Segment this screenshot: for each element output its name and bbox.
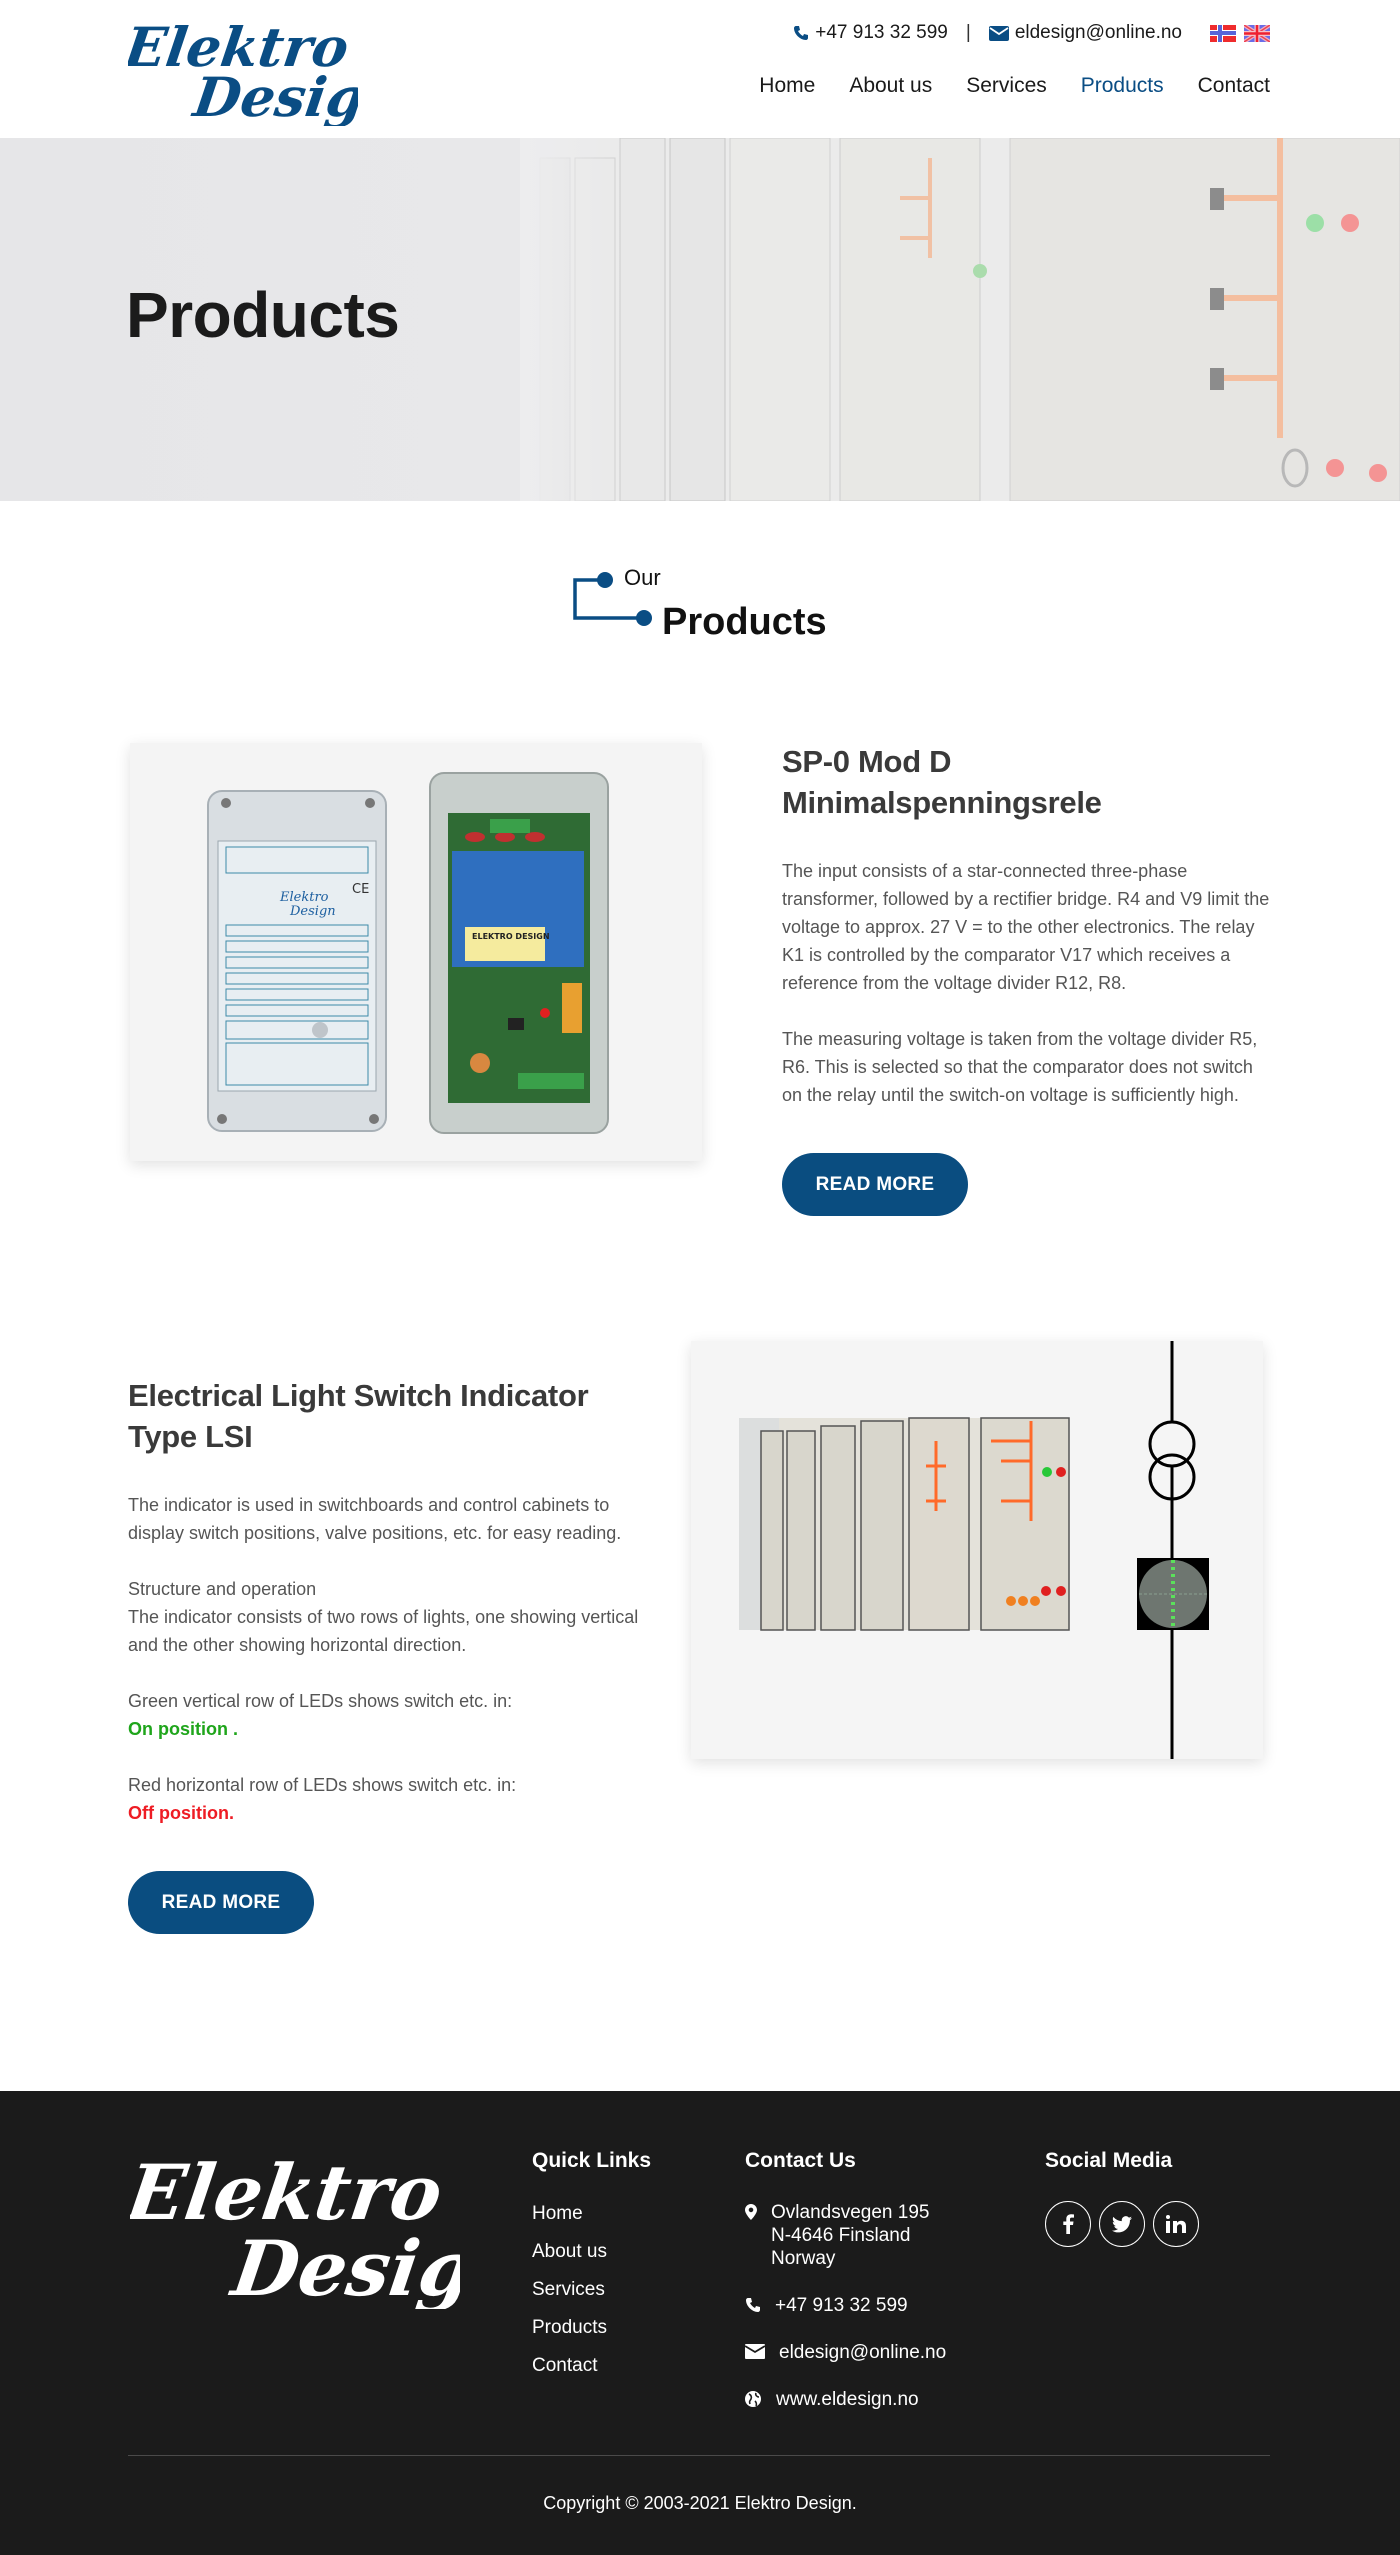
nav-contact[interactable]: Contact: [1197, 74, 1270, 97]
product-1-text: SP-0 Mod D Minimalspenningsrele The inpu…: [782, 741, 1272, 1216]
footer-contact: Contact Us Ovlandsvegen 195 N-4646 Finsl…: [745, 2149, 946, 2435]
site-footer: Elektro Design Quick Links Home About us…: [0, 2091, 1400, 2555]
footer-quick-links: Quick Links Home About us Services Produ…: [532, 2149, 651, 2391]
norwegian-flag-icon[interactable]: [1210, 24, 1236, 42]
linkedin-icon[interactable]: [1153, 2201, 1199, 2247]
product-2-intro: The indicator is used in switchboards an…: [128, 1495, 622, 1543]
map-marker-icon: [745, 2201, 771, 2270]
site-header: Elektro Design +47 913 32 599 | eldesign…: [0, 0, 1400, 138]
product-1-paragraph-1: The input consists of a star-connected t…: [782, 861, 1270, 993]
footer-website-row: www.eldesign.no: [745, 2388, 946, 2411]
footer-social-media: Social Media: [1045, 2149, 1199, 2247]
product-1-title: SP-0 Mod D Minimalspenningsrele: [782, 744, 1102, 820]
svg-text:Design: Design: [188, 65, 358, 126]
address-line-1: Ovlandsvegen 195: [771, 2202, 930, 2223]
footer-website[interactable]: www.eldesign.no: [776, 2389, 919, 2410]
product-2-read-more-button[interactable]: READ MORE: [128, 1871, 314, 1934]
social-media-title: Social Media: [1045, 2149, 1173, 2172]
facebook-icon[interactable]: [1045, 2201, 1091, 2247]
contact-us-title: Contact Us: [745, 2149, 856, 2172]
elektro-design-logo[interactable]: Elektro Design: [119, 14, 408, 129]
structure-text: The indicator consists of two rows of li…: [128, 1607, 639, 1655]
globe-icon: [745, 2388, 776, 2411]
svg-text:Design: Design: [289, 904, 336, 919]
footer-link-contact[interactable]: Contact: [532, 2355, 598, 2376]
address-line-3: Norway: [771, 2248, 836, 2269]
product-sp0-mod-d: Elektro Design CE ELEKTRO DESIGN: [0, 731, 1400, 1341]
main-nav: Home About us Services Products Contact: [759, 74, 1270, 98]
nav-home[interactable]: Home: [759, 74, 816, 97]
product-2-text: Electrical Light Switch Indicator Type L…: [128, 1375, 648, 1934]
product-1-read-more-button[interactable]: READ MORE: [782, 1153, 968, 1216]
footer-link-about-us[interactable]: About us: [532, 2241, 607, 2262]
language-switcher: [1210, 24, 1270, 42]
lsi-indicator-image: [691, 1341, 1263, 1759]
on-position-status: On position .: [128, 1719, 238, 1739]
phone-icon: [793, 25, 809, 41]
connector-line-icon: [573, 572, 652, 626]
copyright-text: Copyright © 2003-2021 Elektro Design.: [543, 2493, 857, 2513]
our-products-heading: Our Products: [0, 501, 1400, 731]
footer-email-row: eldesign@online.no: [745, 2341, 946, 2364]
nav-products[interactable]: Products: [1080, 74, 1164, 97]
footer-divider: [128, 2455, 1270, 2456]
footer-phone-row: +47 913 32 599: [745, 2294, 946, 2317]
nav-services[interactable]: Services: [966, 74, 1047, 97]
nav-about-us[interactable]: About us: [849, 74, 933, 97]
switchboard-background-image: [520, 138, 1400, 501]
page-hero-banner: Products: [0, 138, 1400, 501]
address-line-2: N-4646 Finsland: [771, 2225, 911, 2246]
footer-phone[interactable]: +47 913 32 599: [775, 2295, 908, 2316]
red-led-text: Red horizontal row of LEDs shows switch …: [128, 1775, 517, 1795]
footer-logo[interactable]: Elektro Design: [120, 2148, 534, 2314]
product-lsi-indicator: Electrical Light Switch Indicator Type L…: [0, 1341, 1400, 2091]
sp0-relay-image: Elektro Design CE ELEKTRO DESIGN: [130, 743, 702, 1161]
product-2-title: Electrical Light Switch Indicator Type L…: [128, 1378, 589, 1454]
footer-email[interactable]: eldesign@online.no: [779, 2342, 947, 2363]
svg-text:Elektro: Elektro: [130, 2149, 448, 2238]
svg-text:Design: Design: [225, 2224, 460, 2309]
twitter-icon[interactable]: [1099, 2201, 1145, 2247]
envelope-icon: [988, 25, 1009, 41]
topbar-separator: |: [965, 22, 971, 43]
structure-heading: Structure and operation: [128, 1579, 317, 1599]
off-position-status: Off position.: [128, 1803, 234, 1823]
heading-products: Products: [662, 601, 827, 643]
page-title: Products: [126, 279, 400, 351]
svg-text:Elektro: Elektro: [128, 15, 353, 79]
footer-link-home[interactable]: Home: [532, 2203, 583, 2224]
header-email[interactable]: eldesign@online.no: [1014, 22, 1182, 43]
footer-link-products[interactable]: Products: [532, 2317, 607, 2338]
header-phone[interactable]: +47 913 32 599: [815, 22, 948, 43]
svg-text:Elektro: Elektro: [279, 890, 329, 905]
product-1-paragraph-2: The measuring voltage is taken from the …: [782, 1029, 1258, 1105]
footer-link-services[interactable]: Services: [532, 2279, 605, 2300]
contact-topbar: +47 913 32 599 | eldesign@online.no: [793, 22, 1270, 44]
svg-text:CE: CE: [352, 882, 369, 897]
heading-our: Our: [624, 565, 661, 590]
english-flag-icon[interactable]: [1244, 24, 1270, 42]
quick-links-title: Quick Links: [532, 2149, 652, 2172]
svg-text:ELEKTRO DESIGN: ELEKTRO DESIGN: [472, 932, 550, 941]
footer-address: Ovlandsvegen 195 N-4646 Finsland Norway: [745, 2201, 946, 2270]
green-led-text: Green vertical row of LEDs shows switch …: [128, 1691, 513, 1711]
envelope-icon: [745, 2341, 779, 2364]
phone-icon: [745, 2294, 775, 2317]
